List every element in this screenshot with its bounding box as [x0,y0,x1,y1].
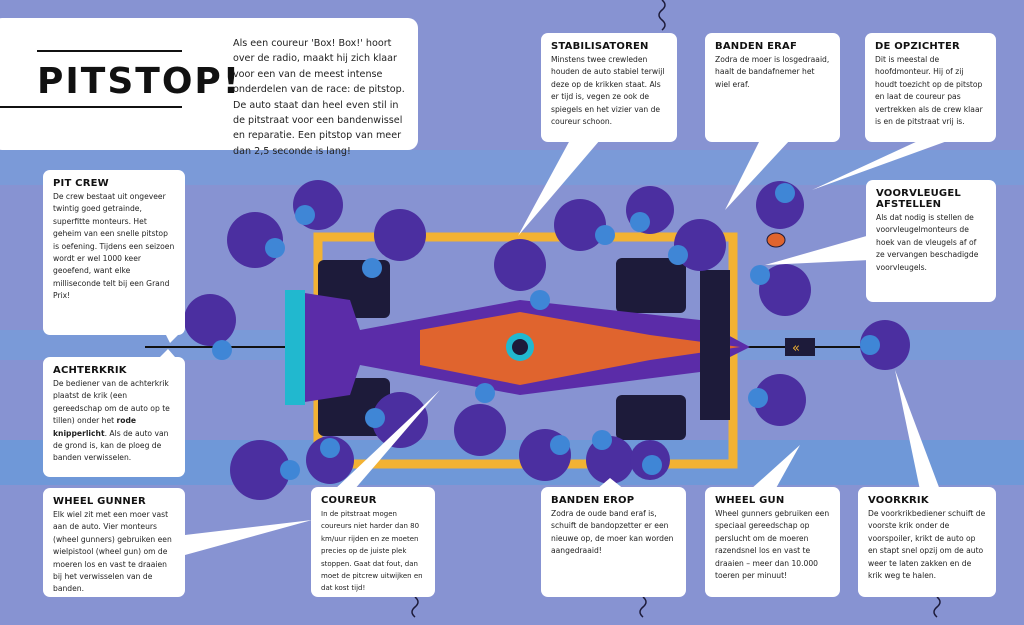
callout-pit-crew: PIT CREW De crew bestaat uit ongeveer tw… [43,170,185,335]
callout-heading: WHEEL GUNNER [53,496,146,507]
callout-text: In de pitstraat mogen coureurs niet hard… [321,510,423,593]
intro-text: Als een coureur 'Box! Box!' hoort over d… [233,38,405,157]
callout-heading: BANDEN ERAF [715,41,798,52]
callout-pointers [160,140,950,555]
svg-text:«: « [792,341,800,356]
callout-heading: DE OPZICHTER [875,41,960,52]
callout-coureur: COUREUR In de pitstraat mogen coureurs n… [311,487,435,597]
callout-opzichter: DE OPZICHTER Dit is meestal de hoofdmont… [865,33,996,142]
callout-text: Zodra de oude band eraf is, schuift de b… [551,509,674,556]
callout-heading: WHEEL GUN [715,495,785,506]
title-panel: PITSTOP! Als een coureur 'Box! Box!' hoo… [0,18,418,157]
callout-heading: VOORKRIK [868,495,929,506]
callout-text: Elk wiel zit met een moer vast aan de au… [53,510,172,594]
callout-heading: PIT CREW [53,178,109,189]
callout-voorkrik: VOORKRIK De voorkrikbediener schuift de … [858,487,996,597]
callout-text: Als dat nodig is stellen de voorvleugelm… [876,213,979,272]
callout-stabilisatoren: STABILISATOREN Minstens twee crewleden h… [541,33,677,142]
callout-banden-eraf: BANDEN ERAF Zodra de moer is losgedraaid… [705,33,840,142]
callout-text: De voorkrikbediener schuift de voorste k… [868,509,986,581]
callout-banden-erop: BANDEN EROP Zodra de oude band eraf is, … [541,487,686,597]
race-car: « [285,270,815,420]
callout-heading: ACHTERKRIK [53,365,127,376]
title-rule-top [37,50,182,52]
callout-heading: STABILISATOREN [551,41,649,52]
callout-wheel-gun: WHEEL GUN Wheel gunners gebruiken een sp… [705,487,840,597]
callout-text: Zodra de moer is losgedraaid, haalt de b… [715,55,830,89]
callout-heading: COUREUR [321,495,377,506]
callout-text: De crew bestaat uit ongeveer twintig goe… [53,192,175,301]
callout-wheel-gunner: WHEEL GUNNER Elk wiel zit met een moer v… [43,488,185,597]
callout-heading: BANDEN EROP [551,495,635,506]
callout-text: Dit is meestal de hoofdmonteur. Hij of z… [875,55,983,127]
callout-voorvleugel: VOORVLEUGEL AFSTELLEN Als dat nodig is s… [866,180,996,302]
callout-text: Wheel gunners gebruiken een speciaal ger… [715,509,830,581]
text-part: . Als de auto van de grond is, kan de pl… [53,428,169,463]
callout-heading: VOORVLEUGEL AFSTELLEN [876,188,961,210]
callout-achterkrik: ACHTERKRIK De bediener van de achterkrik… [43,357,185,477]
page-title: PITSTOP! [37,61,242,102]
air-hoses [411,0,941,618]
callout-text: De bediener van de achterkrik plaatst de… [53,378,175,465]
pit-crew-members [184,180,910,500]
text-bold: rode knipperlicht [53,416,137,438]
title-rule-bottom [0,106,182,108]
text-part: De bediener van de achterkrik plaatst de… [53,379,170,426]
callout-text: Minstens twee crewleden houden de auto s… [551,55,665,127]
